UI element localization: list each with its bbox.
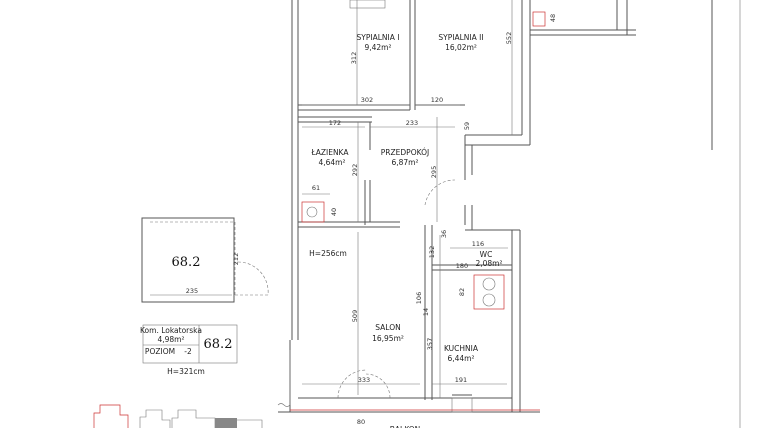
storage-number-box: 68.2: [204, 337, 233, 352]
svg-text:552: 552: [505, 32, 513, 44]
apartment-height: H=256cm: [309, 249, 347, 258]
svg-text:191: 191: [455, 376, 467, 384]
svg-text:172: 172: [329, 119, 341, 127]
room-name-sypialnia-1: SYPIALNIA I: [357, 33, 400, 42]
room-area-sypialnia-2: 16,02m²: [445, 43, 477, 52]
svg-text:233: 233: [406, 119, 418, 127]
storage-labels: 68.2 Kom. Lokatorska 4,98m² POZIOM -2 68…: [140, 255, 232, 376]
balcony: [277, 350, 540, 411]
walls: [278, 0, 713, 413]
dimension-lines: [302, 0, 513, 398]
svg-text:132: 132: [428, 246, 436, 258]
svg-text:80: 80: [357, 418, 365, 426]
svg-text:295: 295: [430, 166, 438, 178]
storage-room: [141, 217, 269, 364]
svg-text:235: 235: [186, 287, 198, 295]
room-area-salon: 16,95m²: [372, 334, 404, 343]
room-name-salon: SALON: [375, 323, 400, 332]
svg-text:357: 357: [426, 338, 434, 350]
room-name-kuchnia: KUCHNIA: [444, 344, 479, 353]
svg-text:120: 120: [431, 96, 443, 104]
svg-text:116: 116: [472, 240, 484, 248]
svg-text:61: 61: [312, 184, 320, 192]
svg-text:509: 509: [351, 310, 359, 322]
storage-area: 4,98m²: [157, 335, 184, 344]
room-labels: SYPIALNIA I 9,42m² SYPIALNIA II 16,02m² …: [309, 33, 502, 428]
room-area-lazienka: 4,64m²: [318, 158, 345, 167]
building-key-plan: [93, 404, 263, 428]
room-name-przedpokoj: PRZEDPOKÓJ: [381, 148, 429, 157]
svg-text:312: 312: [350, 52, 358, 64]
room-area-sypialnia-1: 9,42m²: [364, 43, 391, 52]
svg-text:59: 59: [463, 122, 471, 130]
room-name-sypialnia-2: SYPIALNIA II: [438, 33, 483, 42]
storage-number: 68.2: [172, 255, 201, 270]
svg-text:36: 36: [440, 230, 448, 238]
svg-text:180: 180: [456, 262, 468, 270]
doors: [337, 179, 473, 413]
room-area-kuchnia: 6,44m²: [447, 354, 474, 363]
svg-text:14: 14: [422, 308, 430, 316]
svg-text:212: 212: [232, 253, 240, 265]
dimension-texts: 312 302 120 552 48 172 233 59 292 295 61…: [186, 14, 557, 426]
room-area-wc: 2,08m²: [475, 259, 502, 268]
storage-title: Kom. Lokatorska: [140, 326, 202, 335]
room-name-balkon: BALKON: [390, 425, 420, 428]
svg-text:82: 82: [458, 288, 466, 296]
svg-text:333: 333: [358, 376, 370, 384]
room-name-wc: WC: [480, 250, 493, 259]
svg-text:106: 106: [415, 292, 423, 304]
room-area-przedpokoj: 6,87m²: [391, 158, 418, 167]
storage-level-label: POZIOM: [145, 347, 175, 356]
room-name-lazienka: ŁAZIENKA: [311, 148, 350, 157]
svg-text:292: 292: [351, 164, 359, 176]
storage-level-value: -2: [184, 347, 192, 356]
storage-height: H=321cm: [167, 367, 205, 376]
svg-text:48: 48: [549, 14, 557, 22]
svg-text:40: 40: [330, 208, 338, 216]
fixtures: [301, 0, 546, 310]
svg-text:302: 302: [361, 96, 373, 104]
